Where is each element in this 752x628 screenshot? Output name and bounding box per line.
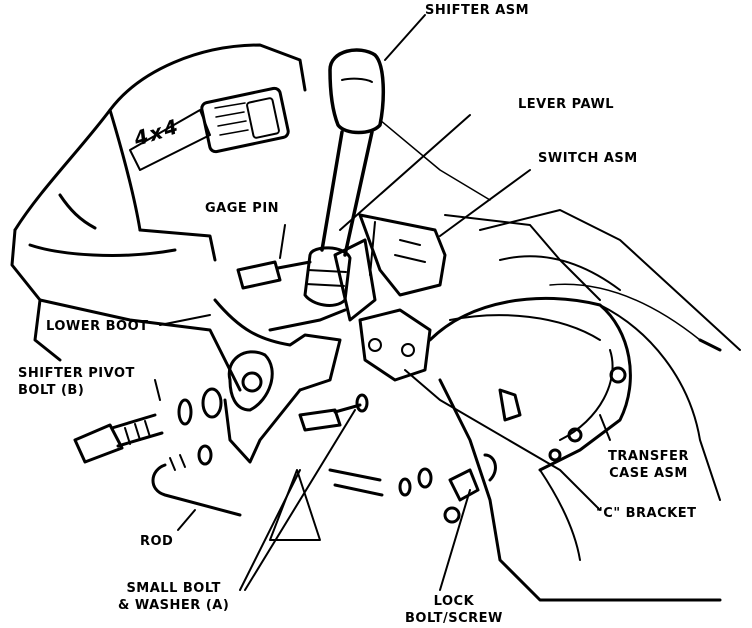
shifter-pivot-bolt bbox=[73, 387, 223, 464]
lever-pawl bbox=[333, 114, 471, 322]
label-shifter-asm: SHIFTER ASM bbox=[425, 3, 530, 18]
label-switch-asm: SWITCH ASM bbox=[538, 151, 638, 166]
small-bolt-washer bbox=[239, 393, 433, 591]
rod bbox=[151, 444, 242, 517]
gage-pin bbox=[236, 224, 312, 290]
label-c-bracket: "C" BRACKET bbox=[596, 506, 697, 521]
shifter-body bbox=[213, 298, 347, 464]
label-transfer-case-asm: TRANSFER CASE ASM bbox=[608, 449, 689, 481]
label-shifter-pivot-bolt: SHIFTER PIVOT BOLT (B) bbox=[18, 366, 135, 398]
label-lower-boot: LOWER BOOT bbox=[46, 319, 149, 334]
transfer-case bbox=[428, 296, 722, 602]
switch-asm bbox=[358, 169, 531, 297]
lock-bolt-screw bbox=[439, 453, 497, 591]
label-small-bolt-washer: SMALL BOLT & WASHER (A) bbox=[118, 581, 230, 613]
label-lock-bolt-screw: LOCK BOLT/SCREW bbox=[405, 594, 503, 626]
label-rod: ROD bbox=[140, 534, 174, 549]
leader-lines bbox=[154, 14, 611, 531]
label-gage-pin: GAGE PIN bbox=[205, 201, 280, 216]
c-bracket bbox=[358, 308, 601, 511]
decal-4x4 bbox=[129, 86, 290, 171]
floor-pan bbox=[379, 119, 741, 352]
label-lever-pawl: LEVER PAWL bbox=[518, 97, 615, 112]
